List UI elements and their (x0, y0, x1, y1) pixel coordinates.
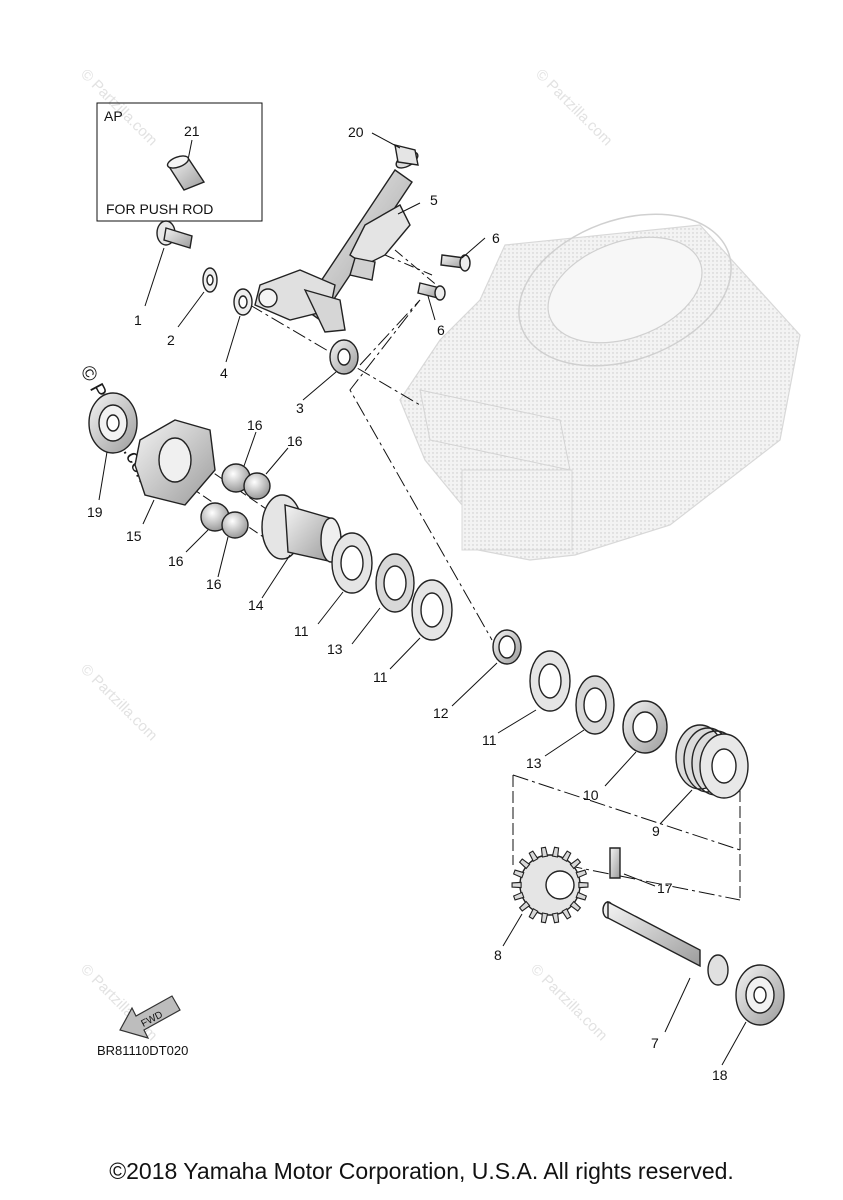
callout-11a: 11 (294, 623, 309, 639)
callout-13a: 13 (327, 641, 343, 657)
callout-11c: 11 (482, 732, 497, 748)
callout-15: 15 (126, 528, 142, 544)
ball-part-16b (243, 472, 271, 500)
shaft-part-7 (602, 900, 729, 986)
collar-part-3 (329, 339, 359, 375)
watermark-text: © Partzilla.com (77, 661, 160, 744)
callout-13b: 13 (526, 755, 542, 771)
gear-tooth (512, 869, 525, 879)
callout-16b: 16 (287, 433, 303, 449)
thrust-bearing-part-13b (575, 675, 615, 735)
gear-tooth (518, 900, 531, 912)
diagram-code: BR81110DT020 (97, 1043, 188, 1058)
gear-tooth (575, 891, 588, 901)
gear-tooth (551, 846, 560, 858)
seat-part-10 (622, 700, 668, 754)
gear-tooth (511, 881, 522, 889)
callout-6b: 6 (437, 322, 445, 338)
callout-20: 20 (348, 124, 364, 140)
gear-tooth (561, 907, 572, 920)
washer-part-4 (233, 288, 253, 316)
inset-part-number: 21 (184, 123, 200, 139)
inset-label-ap: AP (104, 108, 123, 124)
callout-18: 18 (712, 1067, 728, 1083)
gear-tooth (512, 891, 525, 901)
callout-8: 8 (494, 947, 502, 963)
callout-12: 12 (433, 705, 449, 721)
pin-part-17 (609, 847, 621, 879)
callout-2: 2 (167, 332, 175, 348)
washer-part-11c (529, 650, 571, 712)
callout-7: 7 (651, 1035, 659, 1051)
gear-tooth (518, 858, 531, 870)
gear-tooth (575, 869, 588, 879)
gear-tooth (578, 881, 589, 889)
callout-11b: 11 (373, 669, 388, 685)
gear-tooth (540, 846, 549, 858)
thrust-bearing-part-13a (375, 553, 415, 613)
callout-9: 9 (652, 823, 660, 839)
gear-tooth (540, 912, 549, 924)
bearing-part-19 (88, 392, 138, 454)
bolt-part-6b (417, 282, 446, 301)
shift-lever-assembly (254, 144, 419, 333)
gear-tooth (528, 907, 539, 920)
callout-19: 19 (87, 504, 103, 520)
callout-16c: 16 (168, 553, 184, 569)
collar-part-12 (492, 629, 522, 665)
gear-tooth (569, 858, 582, 870)
inset-caption: FOR PUSH ROD (106, 201, 213, 217)
callout-labels: 20 5 6 6 1 2 4 3 16 16 19 15 16 16 14 11… (87, 124, 728, 1083)
washer-part-2 (202, 267, 218, 293)
gear-tooth (551, 912, 560, 924)
callout-4: 4 (220, 365, 228, 381)
callout-3: 3 (296, 400, 304, 416)
callout-10: 10 (583, 787, 599, 803)
callout-16a: 16 (247, 417, 263, 433)
inset-box: AP 21 FOR PUSH ROD (96, 102, 263, 222)
washer-part-11a (331, 532, 373, 594)
cam-follower-part-14 (261, 494, 342, 563)
callout-14: 14 (248, 597, 264, 613)
gear-part-8 (511, 846, 589, 924)
ball-part-16d (221, 511, 249, 539)
leader-lines (98, 132, 747, 1066)
callout-6: 6 (492, 230, 500, 246)
callout-5: 5 (430, 192, 438, 208)
washer-part-11b (411, 579, 453, 641)
cam-part-15 (134, 419, 216, 506)
callout-1: 1 (134, 312, 142, 328)
bolt-part-6 (440, 254, 471, 272)
spring-part-9 (675, 724, 749, 799)
watermark-text: © Partzilla.com (527, 961, 610, 1044)
copyright-notice: ©2018 Yamaha Motor Corporation, U.S.A. A… (109, 1158, 734, 1184)
gear-tooth (561, 850, 572, 863)
bearing-part-18 (735, 964, 785, 1026)
callout-16d: 16 (206, 576, 222, 592)
push-rod-pin-icon (166, 155, 206, 191)
watermark-text: © Partzilla.com (532, 66, 615, 149)
callout-17: 17 (657, 880, 673, 896)
gear-tooth (528, 850, 539, 863)
cylinder-body (399, 213, 801, 561)
gear-tooth (569, 900, 582, 912)
bolt-part-1 (156, 220, 193, 249)
watermark-text: © Partzilla.com (77, 961, 160, 1044)
